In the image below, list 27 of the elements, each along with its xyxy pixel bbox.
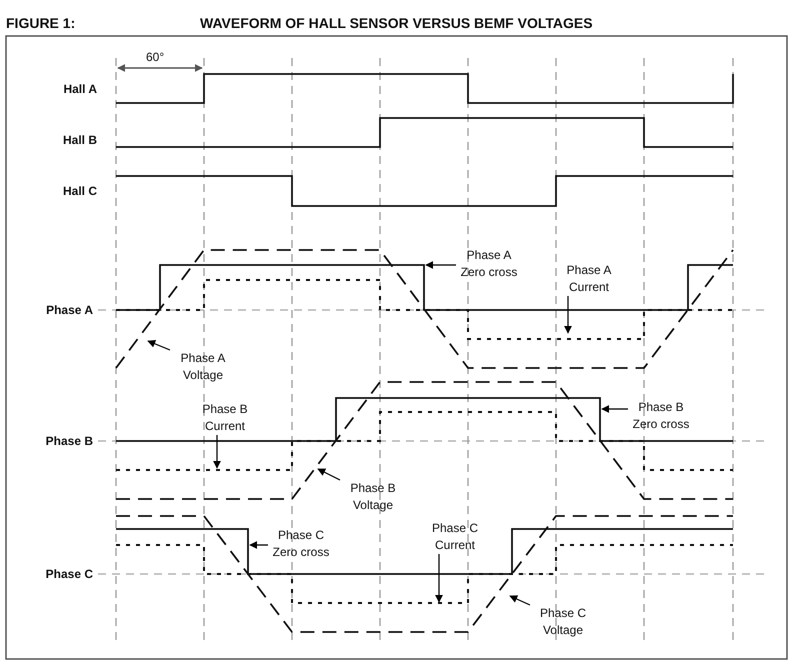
leader-line bbox=[564, 296, 572, 334]
callout-label: Phase A Current bbox=[556, 262, 622, 296]
callout-label: Phase C Voltage bbox=[530, 605, 596, 639]
leader-line bbox=[249, 541, 268, 549]
signal-label: Hall B bbox=[62, 133, 97, 147]
callout-label: Phase B Current bbox=[192, 401, 258, 435]
figure-title: WAVEFORM OF HALL SENSOR VERSUS BEMF VOLTAGES bbox=[200, 16, 593, 30]
angle-label: 60° bbox=[146, 50, 164, 64]
signal-label: Hall C bbox=[62, 184, 97, 198]
leader-line bbox=[435, 554, 443, 603]
signal-label: Phase B bbox=[46, 434, 93, 448]
leader-line bbox=[509, 595, 530, 606]
callout-label: Phase A Zero cross bbox=[456, 247, 522, 281]
callout-label: Phase C Zero cross bbox=[268, 527, 334, 561]
leader-line bbox=[147, 340, 170, 351]
callout-label: Phase B Zero cross bbox=[628, 399, 694, 433]
figure-number: FIGURE 1: bbox=[6, 16, 76, 30]
leader-line bbox=[425, 261, 456, 269]
callout-label: Phase C Current bbox=[422, 520, 488, 554]
leader-line bbox=[213, 435, 221, 469]
signal-label: Phase C bbox=[46, 567, 93, 581]
signal-label: Hall A bbox=[63, 82, 97, 96]
leader-line bbox=[317, 468, 340, 481]
signal-label: Phase A bbox=[46, 303, 93, 317]
callout-label: Phase A Voltage bbox=[170, 350, 236, 384]
callout-label: Phase B Voltage bbox=[340, 480, 406, 514]
leader-line bbox=[601, 405, 628, 413]
